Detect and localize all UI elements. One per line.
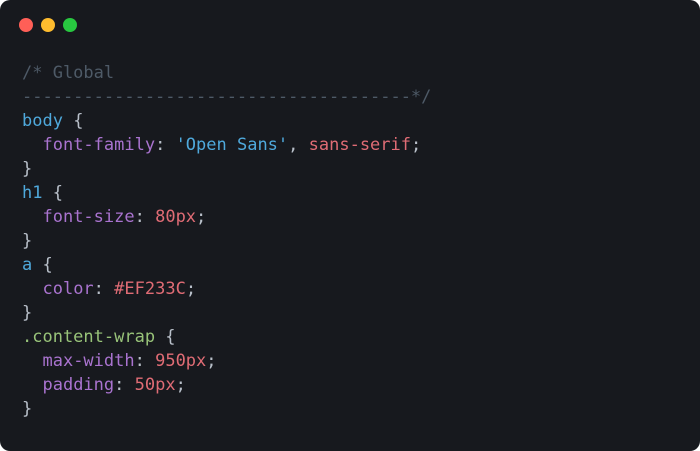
code-token-property: max-width: [42, 351, 135, 371]
code-line: max-width: 950px;: [22, 349, 431, 373]
code-token-punct: {: [42, 183, 63, 203]
code-token-punct: :: [114, 375, 135, 395]
code-line: /* Global: [22, 61, 431, 85]
code-token-selector: a: [22, 255, 33, 275]
code-token-comment: --------------------------------------*/: [22, 87, 432, 107]
window-controls: [19, 18, 77, 32]
code-token-punct: :: [134, 351, 156, 371]
code-line: --------------------------------------*/: [22, 85, 431, 109]
code-token-punct: ;: [411, 135, 422, 155]
code-token-plain: [22, 207, 42, 227]
code-token-plain: [22, 351, 42, 371]
code-token-plain: [22, 135, 42, 155]
code-token-property: font-size: [42, 207, 135, 227]
code-token-property: padding: [42, 375, 115, 395]
code-line: a {: [22, 253, 431, 277]
code-line: .content-wrap {: [22, 325, 431, 349]
code-token-punct: ;: [196, 207, 207, 227]
minimize-button-icon[interactable]: [41, 18, 55, 32]
code-token-punct: {: [155, 327, 176, 347]
close-button-icon[interactable]: [19, 18, 33, 32]
code-line: font-family: 'Open Sans', sans-serif;: [22, 133, 431, 157]
code-token-punct: ,: [288, 135, 309, 155]
code-line: body {: [22, 109, 431, 133]
code-token-punct: ;: [175, 375, 186, 395]
code-token-value: 80px: [155, 207, 197, 227]
code-token-punct: ;: [185, 279, 197, 299]
code-token-value: 950px: [155, 351, 207, 371]
code-token-punct: }: [22, 159, 33, 179]
code-editor: /* Global -------------------------------…: [22, 61, 431, 421]
code-token-value: #EF233C: [114, 279, 186, 299]
code-token-selector: body: [22, 111, 63, 131]
code-line: color: #EF233C;: [22, 277, 431, 301]
code-line: font-size: 80px;: [22, 205, 431, 229]
code-token-punct: }: [22, 231, 33, 251]
code-token-punct: :: [93, 279, 115, 299]
code-token-punct: :: [155, 135, 176, 155]
code-token-punct: }: [22, 399, 33, 419]
code-line: h1 {: [22, 181, 431, 205]
zoom-button-icon[interactable]: [63, 18, 77, 32]
code-token-plain: [22, 375, 42, 395]
code-line: }: [22, 301, 431, 325]
code-token-punct: ;: [206, 351, 217, 371]
code-token-punct: {: [32, 255, 53, 275]
code-line: }: [22, 229, 431, 253]
code-token-comment: /* Global: [22, 63, 115, 83]
code-token-property: color: [42, 279, 94, 299]
code-token-selector: h1: [22, 183, 43, 203]
code-token-plain: [22, 279, 42, 299]
code-token-property: font-family: [42, 135, 156, 155]
code-token-class_selector: .content-wrap: [22, 327, 156, 347]
code-token-punct: :: [134, 207, 156, 227]
code-token-punct: {: [62, 111, 84, 131]
code-line: }: [22, 397, 431, 421]
code-token-punct: }: [22, 303, 33, 323]
code-token-value: sans-serif: [308, 135, 411, 155]
code-token-value: 50px: [134, 375, 176, 395]
code-line: }: [22, 157, 431, 181]
code-line: padding: 50px;: [22, 373, 431, 397]
code-token-string: 'Open Sans': [175, 135, 289, 155]
